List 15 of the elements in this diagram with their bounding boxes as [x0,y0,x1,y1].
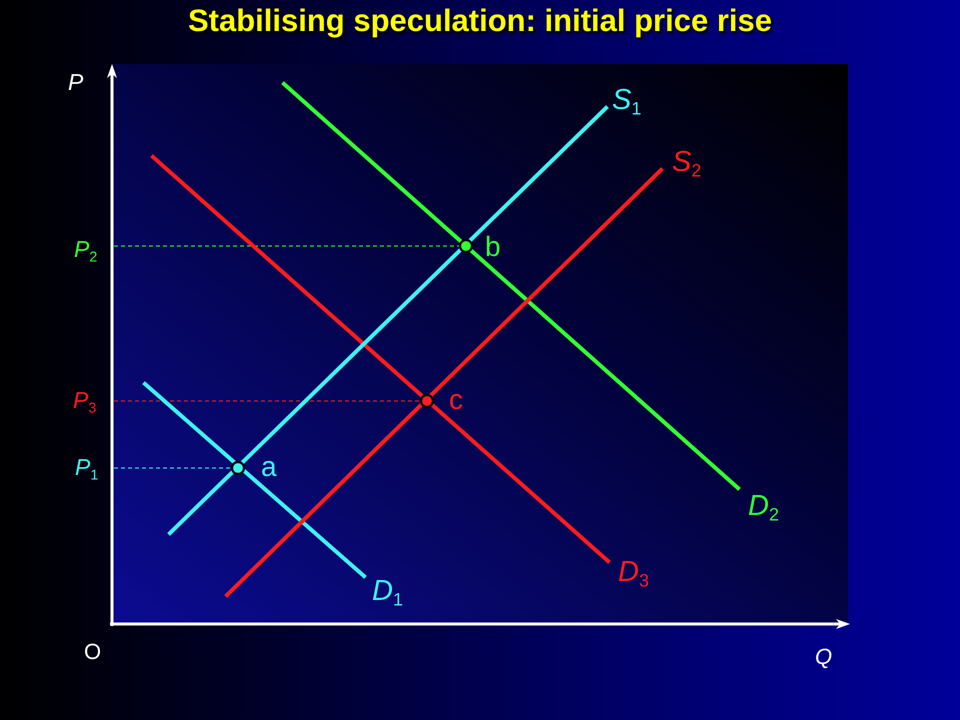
origin-label: O [84,641,102,663]
axis-label: Q [815,646,832,668]
slide-title: Stabilising speculation: initial price rise [188,3,772,39]
price-label: P$_{3}$ [73,389,96,412]
point-label: b [485,233,501,261]
point-label: a [261,453,277,481]
curve-label: S$_{1}$ [612,86,642,115]
axis-label: P [68,71,84,94]
point-label: c [449,386,463,414]
curve-label: D$_{1}$ [372,577,403,606]
curve-label: S$_{2}$ [672,148,702,177]
price-label: P$_{1}$ [75,456,98,479]
curve-label: D$_{2}$ [748,492,779,521]
price-label: P$_{2}$ [74,238,98,261]
curve-label: D$_{3}$ [618,558,649,587]
